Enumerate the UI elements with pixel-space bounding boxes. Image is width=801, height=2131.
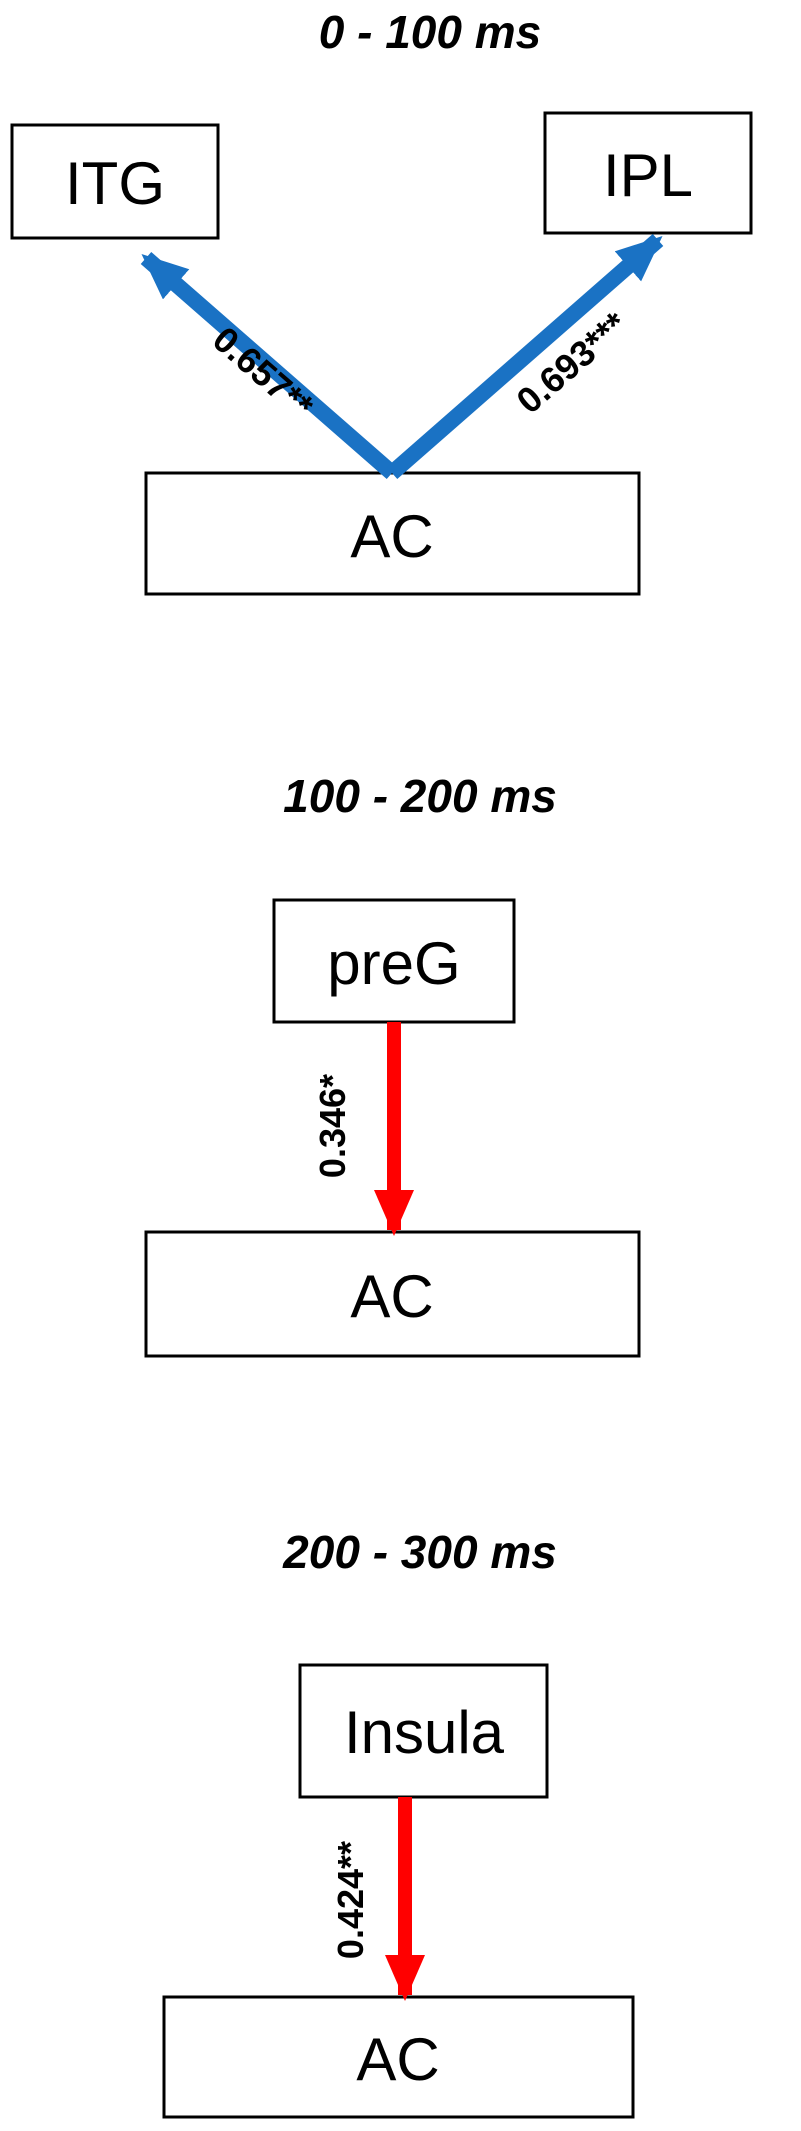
- arrow-ac-to-itg: [140, 251, 398, 480]
- panel-title: 100 - 200 ms: [283, 770, 557, 822]
- node-ac: AC: [162, 1995, 635, 2119]
- edge-label-ac-itg: 0.657**: [205, 318, 321, 426]
- node-ac: AC: [144, 1230, 641, 1358]
- node-insula: Insula: [298, 1663, 549, 1799]
- node-preg: preG: [272, 898, 516, 1024]
- node-label: IPL: [603, 142, 693, 209]
- node-label: AC: [350, 1263, 433, 1330]
- node-label: ITG: [65, 150, 165, 217]
- node-itg: ITG: [10, 123, 220, 240]
- edge-label-preg-ac: 0.346*: [312, 1074, 353, 1178]
- node-box: [162, 1995, 635, 2119]
- node-box: [272, 898, 516, 1024]
- node-box: [298, 1663, 549, 1799]
- node-label: AC: [350, 503, 433, 570]
- node-box: [10, 123, 220, 240]
- panel-title: 200 - 300 ms: [282, 1526, 557, 1578]
- node-label: preG: [327, 930, 460, 997]
- node-ipl: IPL: [543, 111, 753, 235]
- node-label: AC: [356, 2026, 439, 2093]
- node-label: Insula: [344, 1699, 505, 1766]
- node-box: [144, 1230, 641, 1358]
- panel-0-100ms: 0 - 100 ms ITG IPL AC 0.657** 0.693***: [10, 6, 753, 596]
- arrow-ac-to-ipl: [386, 233, 664, 480]
- edge-label-insula-ac: 0.424**: [330, 1841, 371, 1959]
- node-box: [543, 111, 753, 235]
- node-ac: AC: [144, 471, 641, 596]
- panel-100-200ms: 100 - 200 ms preG AC 0.346*: [144, 770, 641, 1358]
- panel-title: 0 - 100 ms: [319, 6, 541, 58]
- panel-200-300ms: 200 - 300 ms Insula AC 0.424**: [162, 1526, 635, 2119]
